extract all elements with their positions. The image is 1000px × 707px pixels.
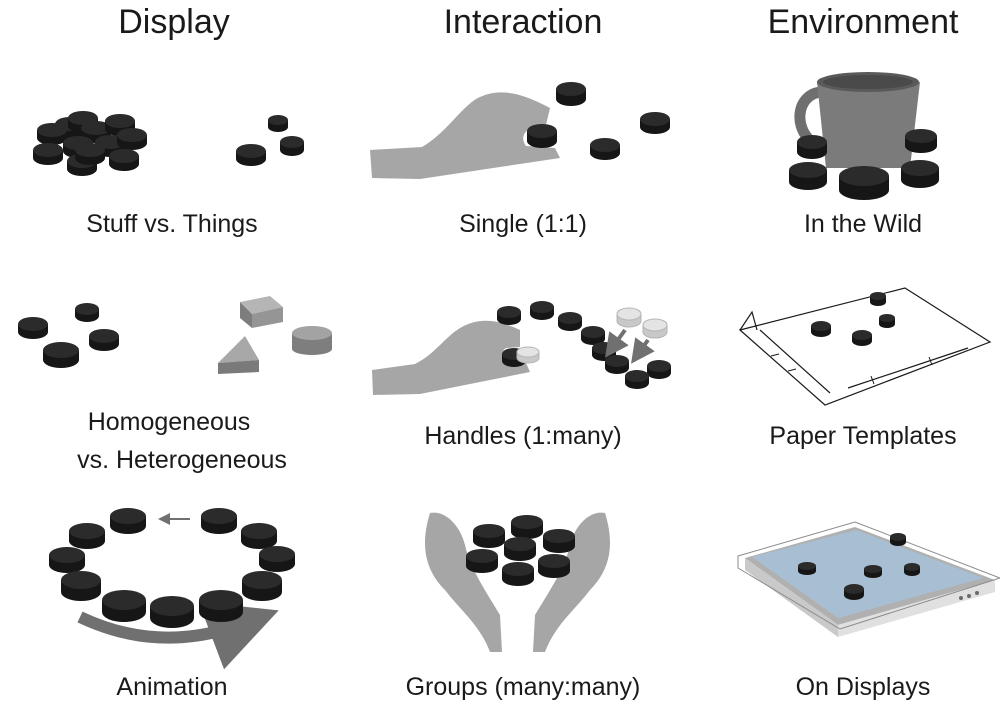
tokens-layer — [18, 82, 939, 628]
caption-heterogeneous: vs. Heterogeneous — [77, 446, 287, 474]
token-single — [640, 112, 670, 134]
mug — [794, 72, 920, 168]
token-stuff — [117, 128, 147, 150]
token-animation — [49, 547, 85, 573]
token-single — [590, 138, 620, 160]
token-animation — [61, 571, 101, 601]
token-display — [890, 533, 906, 546]
token-paper — [879, 314, 895, 328]
token-wild — [789, 162, 827, 190]
token-single — [556, 82, 586, 106]
token-groups — [473, 524, 505, 548]
cylinder-shape — [292, 326, 332, 355]
wedge-shape — [218, 336, 259, 374]
caption-stuff-vs-things: Stuff vs. Things — [86, 210, 258, 238]
token-handles — [605, 355, 629, 374]
token-single — [527, 124, 557, 148]
token-ghost — [642, 318, 668, 339]
token-handles — [497, 306, 521, 325]
token-homogeneous — [75, 303, 99, 322]
token-animation — [259, 546, 295, 572]
token-things — [280, 136, 304, 156]
token-groups — [538, 554, 570, 578]
token-display — [844, 584, 864, 600]
paper-template — [738, 287, 992, 406]
token-animation — [110, 508, 146, 534]
tablet-display — [737, 521, 1000, 637]
token-homogeneous — [89, 329, 119, 351]
token-animation — [242, 571, 282, 601]
token-handles — [530, 301, 554, 320]
token-stuff — [109, 149, 139, 171]
token-handles — [581, 326, 605, 345]
token-homogeneous — [18, 317, 48, 339]
token-groups — [543, 529, 575, 553]
token-handles — [558, 312, 582, 331]
token-wild — [905, 129, 937, 153]
token-animation — [102, 590, 146, 622]
animation-arrow-large — [77, 601, 279, 670]
token-display — [904, 563, 920, 576]
token-wild — [901, 160, 939, 188]
token-animation — [201, 508, 237, 534]
cube-shape — [240, 296, 283, 328]
token-groups — [511, 515, 543, 539]
token-stuff — [75, 143, 105, 165]
token-groups — [502, 562, 534, 586]
hand-handles — [372, 320, 530, 395]
caption-on-displays: On Displays — [795, 673, 931, 701]
handle-arrow — [631, 337, 655, 364]
hand-right — [533, 512, 610, 652]
token-ghost — [516, 346, 540, 364]
token-animation — [199, 590, 243, 622]
token-wild — [839, 166, 889, 200]
token-animation — [241, 523, 277, 549]
token-things — [236, 144, 266, 166]
token-groups — [466, 549, 498, 573]
column-heading-display: Display — [118, 3, 230, 41]
token-wild — [797, 135, 827, 159]
handle-arrow — [604, 328, 629, 358]
token-stuff — [33, 143, 63, 165]
caption-paper-templates: Paper Templates — [769, 422, 957, 450]
hand-left — [425, 512, 502, 652]
token-groups — [504, 537, 536, 561]
token-display — [864, 565, 882, 578]
caption-single: Single (1:1) — [459, 210, 587, 238]
caption-in-the-wild: In the Wild — [803, 210, 923, 238]
column-heading-environment: Environment — [767, 3, 959, 41]
caption-homogeneous: Homogeneous — [87, 408, 251, 436]
token-things — [268, 115, 288, 132]
caption-animation: Animation — [116, 673, 228, 701]
column-heading-interaction: Interaction — [443, 3, 603, 41]
token-display — [798, 562, 816, 575]
token-handles — [647, 360, 671, 379]
token-paper — [852, 330, 872, 346]
token-homogeneous — [43, 342, 79, 368]
token-stuff — [37, 123, 67, 145]
token-animation — [150, 596, 194, 628]
token-paper — [870, 292, 886, 306]
caption-handles: Handles (1:many) — [424, 422, 622, 450]
token-handles — [625, 370, 649, 389]
caption-groups: Groups (many:many) — [405, 673, 641, 701]
token-ghost — [616, 307, 642, 328]
token-animation — [69, 523, 105, 549]
hand-single — [370, 92, 560, 179]
token-paper — [811, 321, 831, 337]
